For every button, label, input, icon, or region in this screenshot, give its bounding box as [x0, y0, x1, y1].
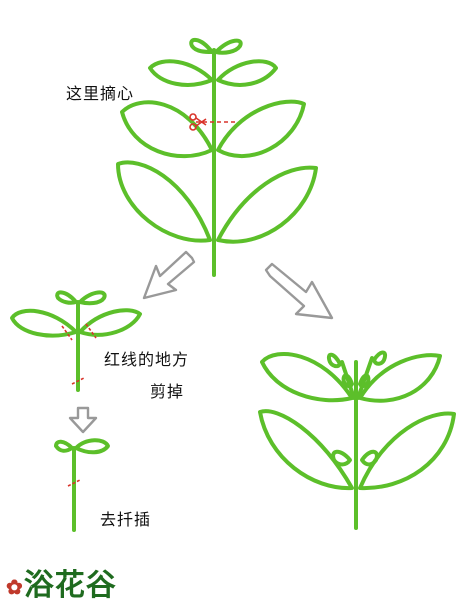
label-pinch-here: 这里摘心 — [66, 84, 135, 103]
bushy-plant-leaf-mid-right — [358, 353, 442, 403]
label-red-line-place: 红线的地方 — [104, 350, 190, 369]
bushy-plant-bud-6 — [360, 449, 379, 467]
pinched-plant-bud-right — [78, 290, 107, 306]
bushy-plant-bud-2 — [372, 350, 387, 366]
bushy-plant-leaf-mid-left — [260, 352, 354, 403]
cutting-plant-cut-mark — [67, 479, 81, 487]
pinched-plant-bud-left — [55, 290, 78, 305]
bushy-plant-bud-4 — [358, 373, 371, 389]
bushy-plant-bud-5 — [331, 449, 352, 467]
main-plant-leaf-low-left — [116, 160, 212, 243]
main-plant-bud-left — [189, 38, 214, 54]
pinched-plant-leaf-left — [10, 308, 78, 338]
pinched-plant-cut-mark-bottom — [71, 377, 85, 385]
main-plant-leaf-mid-left — [120, 100, 214, 159]
label-for-cutting: 去扦插 — [100, 510, 152, 529]
pinched-plant-cut-mark-right — [85, 323, 97, 339]
main-plant-leaf-mid-right — [216, 99, 306, 159]
cutting-plant-leaf-right — [74, 438, 110, 455]
pinched-plant-cut-mark-left — [61, 325, 73, 341]
scissors-icon — [189, 113, 207, 131]
label-cut-off: 剪掉 — [150, 382, 185, 401]
bushy-plant — [258, 350, 456, 530]
bushy-plant-shoot-left — [340, 360, 356, 400]
site-logo: ✿浴花谷 — [6, 560, 117, 604]
main-plant — [116, 38, 318, 277]
cutting-plant-leaf-left — [54, 439, 74, 453]
arrow-to-bushy-plant — [264, 262, 334, 320]
bushy-plant-leaf-low-right — [358, 411, 456, 491]
main-plant-leaf-small-right — [216, 59, 278, 87]
arrow-to-cutting — [68, 406, 98, 434]
cutting-plant — [54, 438, 110, 532]
main-plant-leaf-low-right — [216, 165, 318, 244]
main-plant-bud-right — [214, 38, 243, 55]
logo-swirl-icon: ✿ — [6, 575, 24, 599]
pinched-plant-leaf-right — [78, 308, 142, 337]
arrow-to-pinched-plant — [142, 250, 196, 300]
logo-text: 浴花谷 — [23, 568, 117, 603]
bushy-plant-bud-3 — [341, 373, 354, 389]
main-plant-leaf-small-left — [148, 59, 214, 87]
bushy-plant-leaf-low-left — [258, 409, 354, 491]
bushy-plant-bud-1 — [327, 352, 342, 369]
pinched-plant — [10, 290, 142, 392]
